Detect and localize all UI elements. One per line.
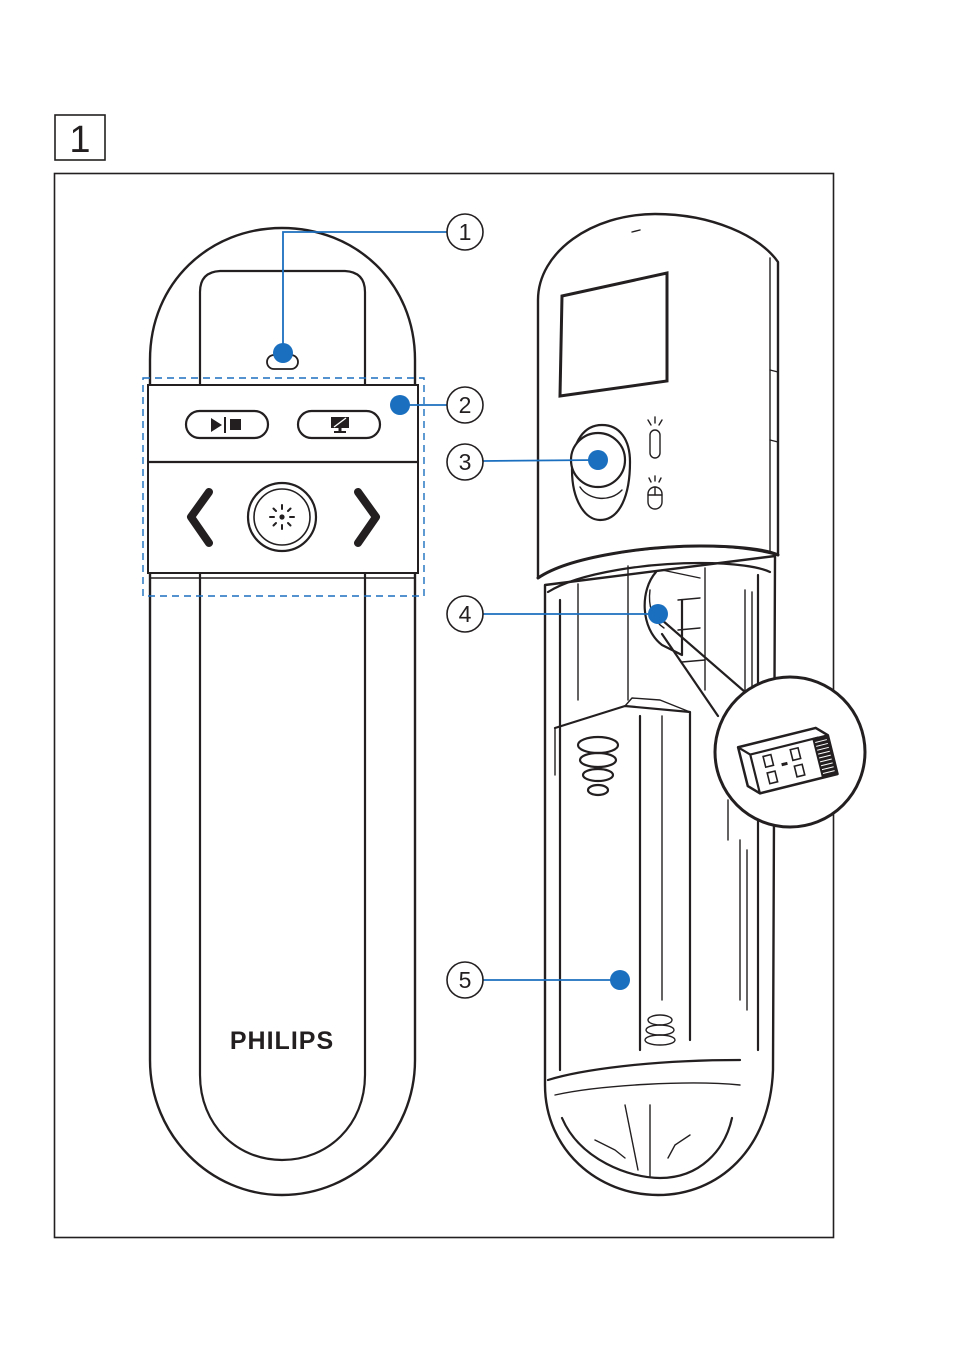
callout-3-number: 3 [459,449,472,475]
play-stop-separator [224,417,226,433]
stop-square [230,419,241,430]
callout-3-line [483,460,598,461]
play-stop-button [186,411,268,438]
callout-2-number: 2 [459,392,472,418]
usb-contact-hole [790,748,800,761]
laser-icon-center [279,514,284,519]
brand-logo: PHILIPS [230,1027,334,1055]
usb-contact-hole [767,771,777,784]
laser-mode-icon [648,417,662,458]
figure-label-text: 1 [69,119,90,161]
callout-3-dot [588,450,608,470]
sensor-window [560,273,667,396]
play-stop-button-shape [186,411,268,438]
callout-5-dot [610,970,630,990]
mouse-mode-icon [648,476,662,509]
presenter-front-view: PHILIPS [143,228,424,1195]
callout-4-number: 4 [459,601,472,627]
callout-4-dot [648,604,668,624]
usb-contact-hole [794,764,804,777]
laser-pointer-icon [270,505,294,529]
callout-1-dot [273,343,293,363]
screen-icon-base [334,431,346,433]
laser-pointer-button [248,483,316,551]
back-cap-outline [538,214,778,578]
laser-mode-body [650,430,660,458]
screen-blank-button [298,411,380,438]
figure-label: 1 [55,115,105,161]
usb-contact-hole [763,755,773,768]
callout-5-number: 5 [459,967,472,993]
callout-1-number: 1 [459,219,472,245]
callout-2-dot [390,395,410,415]
